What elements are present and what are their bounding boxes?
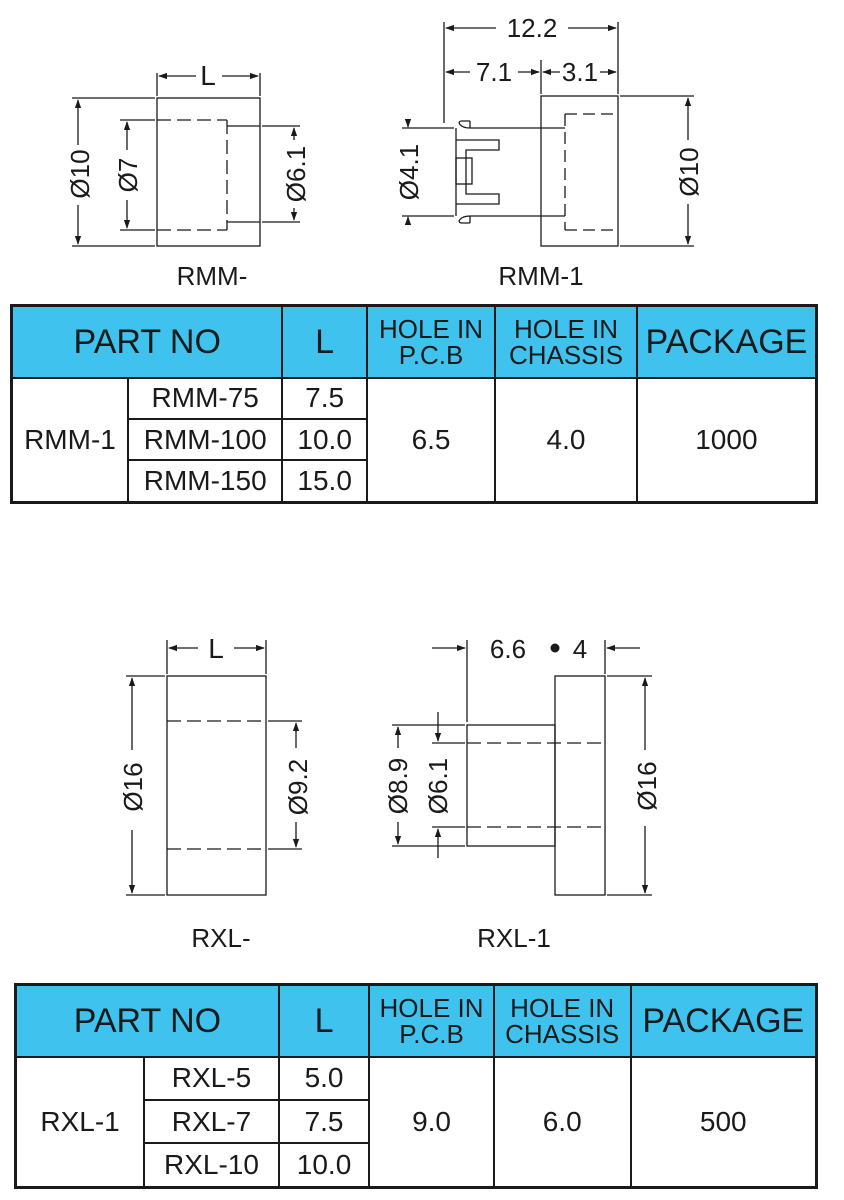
- rmm-body-outline: [156, 97, 261, 247]
- part-cell: RMM-75: [126, 376, 284, 420]
- package-cell: 1000: [635, 376, 818, 504]
- rmm1-slot-outline: [456, 139, 500, 205]
- rxl1-shaft-diameter-label: Ø8.9: [383, 758, 413, 814]
- length-cell: 10.0: [281, 417, 368, 462]
- header-l: L: [277, 983, 371, 1058]
- rmm1-head-length-label: 3.1: [562, 57, 598, 87]
- table-row: RXL-7 7.5: [16, 1098, 817, 1145]
- rxl1-bore-diameter-label: Ø6.1: [423, 758, 453, 814]
- header-hole-chassis-line1: HOLE IN: [514, 313, 619, 344]
- rmm-caption: RMM-: [177, 261, 248, 291]
- hole-pcb-cell: 6.5: [365, 376, 497, 504]
- rmm1-pin-diameter-label: Ø4.1: [394, 144, 424, 200]
- length-cell: 15.0: [281, 459, 368, 504]
- part-cell: RXL-5: [143, 1055, 280, 1101]
- rmm1-outer-diameter-label: Ø10: [674, 147, 704, 196]
- part-cell: RXL-10: [143, 1142, 280, 1189]
- table-row: RXL-10 10.0: [16, 1142, 817, 1189]
- rxl-inner-diameter-label: Ø9.2: [283, 759, 313, 815]
- rmm1-pin-outline: [458, 120, 541, 129]
- rxl-caption: RXL-: [191, 923, 250, 953]
- rxl-drawing: [126, 640, 302, 896]
- rxl1-dimension-dot: [550, 643, 560, 653]
- table-row: RMM-150 15.0: [12, 459, 817, 504]
- length-cell: 7.5: [277, 1098, 371, 1145]
- rxl1-drawing: [392, 640, 652, 896]
- rmm-drawing: [72, 72, 300, 247]
- header-part-no: PART NO: [14, 983, 280, 1058]
- rmm1-pin-length-label: 7.1: [476, 57, 512, 87]
- rmm1-total-length-label: 12.2: [507, 13, 558, 43]
- package-cell: 500: [629, 1055, 818, 1189]
- rxl-outer-diameter-label: Ø16: [118, 762, 148, 811]
- rxl1-head-outline: [554, 675, 606, 896]
- rxl1-shaft-length-label: 6.6: [490, 634, 526, 664]
- header-hole-pcb-line2: P.C.B: [399, 1018, 464, 1049]
- hole-chassis-cell: 6.0: [492, 1055, 632, 1189]
- rmm-inner-diameter-label: Ø7: [113, 158, 143, 193]
- table-row: RMM-1 RMM-75 7.5 6.5 4.0 1000: [10, 376, 818, 504]
- series-cell: RMM-1: [10, 376, 129, 504]
- rmm1-drawing: [402, 22, 694, 247]
- header-hole-pcb-line1: HOLE IN: [379, 313, 484, 344]
- header-l: L: [281, 304, 368, 379]
- rmm1-caption: RMM-1: [498, 261, 583, 291]
- part-cell: RXL-7: [143, 1098, 280, 1145]
- hole-chassis-cell: 4.0: [494, 376, 638, 504]
- length-cell: 7.5: [281, 376, 368, 420]
- header-part-no: PART NO: [10, 304, 284, 379]
- header-package: PACKAGE: [629, 983, 818, 1058]
- header-hole-pcb-line1: HOLE IN: [379, 992, 484, 1023]
- rmm1-pin-outline: [458, 215, 541, 224]
- rmm-outer-diameter-label: Ø10: [65, 149, 95, 198]
- length-cell: 10.0: [277, 1142, 371, 1189]
- rxl1-head-length-label: 4: [573, 634, 587, 664]
- header-hole-chassis-line2: CHASSIS: [505, 1018, 620, 1049]
- rmm-bore-diameter-label: Ø6.1: [281, 146, 311, 202]
- rxl-length-label: L: [208, 633, 224, 664]
- rmm1-head-outline: [540, 95, 619, 247]
- header-package: PACKAGE: [635, 304, 818, 379]
- rxl-body-outline: [166, 675, 267, 896]
- part-cell: RMM-100: [126, 417, 284, 462]
- header-hole-pcb-line2: P.C.B: [398, 339, 464, 370]
- header-hole-chassis-line1: HOLE IN: [510, 992, 615, 1023]
- table-row: RMM-100 10.0: [12, 417, 817, 462]
- part-cell: RMM-150: [126, 459, 284, 504]
- length-cell: 5.0: [277, 1055, 371, 1101]
- rmm1-slot-hole: [455, 157, 473, 185]
- series-cell: RXL-1: [14, 1055, 146, 1189]
- header-hole-chassis-line2: CHASSIS: [508, 339, 624, 370]
- rmm-length-label: L: [200, 60, 216, 91]
- rxl1-outer-diameter-label: Ø16: [632, 761, 662, 810]
- rxl1-shaft-outline: [466, 724, 556, 847]
- rxl1-caption: RXL-1: [477, 923, 551, 953]
- table-row: RXL-1 RXL-5 5.0 9.0 6.0 500: [14, 1055, 818, 1189]
- hole-pcb-cell: 9.0: [368, 1055, 495, 1189]
